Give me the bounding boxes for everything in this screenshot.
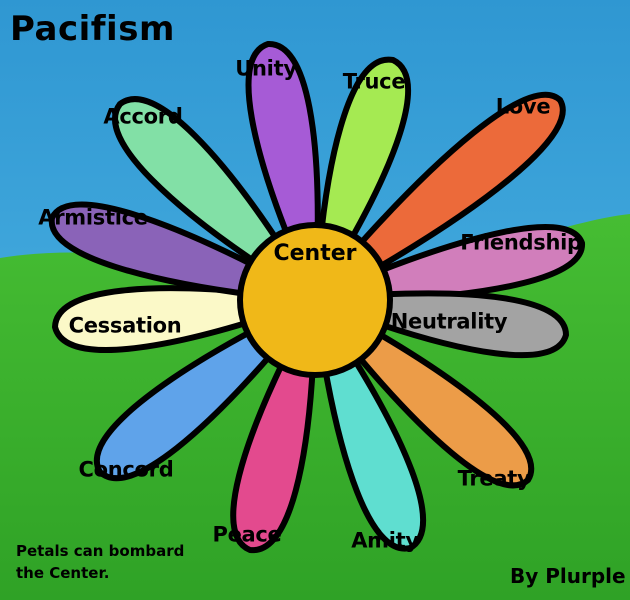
petal-peace[interactable]	[230, 344, 317, 554]
petal-truce[interactable]	[316, 56, 411, 258]
petal-label-friendship: Friendship	[460, 230, 582, 255]
petal-label-truce: Truce	[342, 69, 406, 94]
petal-label-peace: Peace	[212, 522, 282, 547]
petal-label-unity: Unity	[235, 56, 297, 81]
petal-love[interactable]	[344, 91, 566, 280]
petal-concord[interactable]	[93, 320, 285, 481]
petal-amity[interactable]	[319, 341, 427, 552]
author-credit: By Plurple	[510, 564, 626, 588]
petal-cessation[interactable]	[52, 285, 268, 353]
petal-label-armistice: Armistice	[38, 205, 148, 230]
center-label: Center	[273, 241, 357, 266]
petal-label-treaty: Treaty	[457, 466, 531, 491]
petal-label-concord: Concord	[78, 457, 174, 482]
petal-label-amity: Amity	[351, 528, 419, 553]
page-title: Pacifism	[10, 9, 175, 49]
center-disc[interactable]	[237, 222, 393, 378]
rules-note: Petals can bombard the Center.	[16, 542, 185, 582]
petal-neutrality[interactable]	[361, 290, 569, 359]
petal-label-love: Love	[495, 94, 551, 119]
petal-label-accord: Accord	[103, 104, 183, 129]
petal-label-cessation: Cessation	[68, 313, 182, 338]
petal-treaty[interactable]	[344, 321, 535, 489]
petal-label-neutrality: Neutrality	[390, 309, 508, 334]
petal-armistice[interactable]	[48, 201, 272, 299]
petal-unity[interactable]	[245, 40, 321, 254]
petal-accord[interactable]	[112, 96, 290, 275]
